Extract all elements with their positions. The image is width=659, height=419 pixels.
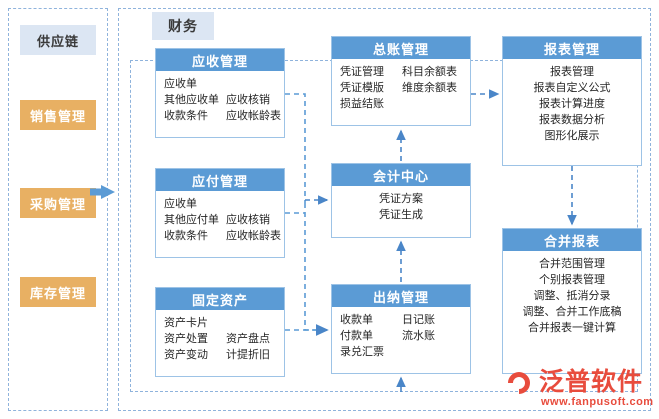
item-label[interactable]: 调整、抵消分录: [533, 290, 611, 302]
item-label[interactable]: 资产处置: [164, 333, 208, 345]
sidebar-item-purchase[interactable]: 采购管理: [20, 188, 96, 218]
card-title-cash: 出纳管理: [332, 285, 470, 307]
card-row: 资产处置 资产盘点: [164, 331, 276, 347]
item-label[interactable]: 损益结账: [340, 98, 384, 110]
card-row: 凭证管理 科目余额表: [340, 64, 462, 80]
supply-chain-title: 供应链: [20, 25, 96, 55]
item-label[interactable]: 报表数据分析: [539, 114, 605, 126]
card-body-rep: 报表管理 报表自定义公式 报表计算进度 报表数据分析 图形化展示: [503, 59, 641, 148]
card-row: 调整、合并工作底稿: [511, 304, 633, 320]
item-label[interactable]: 应收单: [164, 78, 197, 90]
card-accounts-payable[interactable]: 应付管理 应收单 其他应付单应收核销 收款条件 应收帐龄表: [155, 168, 285, 258]
item-label[interactable]: 应收核销: [226, 214, 270, 226]
item-label[interactable]: 合并报表一键计算: [528, 322, 616, 334]
card-row: 合并报表一键计算: [511, 320, 633, 336]
item-label[interactable]: 维度余额表: [402, 82, 457, 94]
card-general-ledger[interactable]: 总账管理 凭证管理 科目余额表 凭证模版 维度余额表 损益结账: [331, 36, 471, 126]
card-row: 资产卡片: [164, 315, 276, 331]
item-label[interactable]: 图形化展示: [544, 130, 600, 142]
card-row: 报表自定义公式: [511, 80, 633, 96]
item-label[interactable]: 应收核销: [226, 94, 270, 106]
item-label[interactable]: 报表计算进度: [539, 98, 605, 110]
item-label[interactable]: 录兑汇票: [340, 346, 384, 358]
card-accounting-center[interactable]: 会计中心 凭证方案 凭证生成: [331, 163, 471, 238]
item-label[interactable]: 收款条件: [164, 110, 208, 122]
card-body-gl: 凭证管理 科目余额表 凭证模版 维度余额表 损益结账: [332, 59, 470, 116]
item-label[interactable]: 凭证生成: [379, 209, 423, 221]
item-label[interactable]: 报表管理: [550, 66, 594, 78]
card-row: 应收单: [164, 196, 276, 212]
sidebar-item-sales[interactable]: 销售管理: [20, 100, 96, 130]
card-row: 付款单 流水账: [340, 328, 462, 344]
item-label[interactable]: 资产卡片: [164, 317, 208, 329]
item-label[interactable]: 收款条件: [164, 230, 208, 242]
card-title-fa: 固定资产: [156, 288, 284, 310]
card-row: 报表计算进度: [511, 96, 633, 112]
item-label[interactable]: 计提折旧: [226, 349, 270, 361]
item-label[interactable]: 合并范围管理: [539, 258, 605, 270]
item-label[interactable]: 应收帐龄表: [226, 230, 281, 242]
item-label[interactable]: 应收帐龄表: [226, 110, 281, 122]
card-row: 报表管理: [511, 64, 633, 80]
item-label[interactable]: 其他应收单: [164, 94, 219, 106]
card-body-fa: 资产卡片 资产处置 资产盘点 资产变动 计提折旧: [156, 310, 284, 367]
card-row: 凭证方案: [340, 191, 462, 207]
card-title-ar: 应收管理: [156, 49, 284, 71]
card-accounts-receivable[interactable]: 应收管理 应收单 其他应收单应收核销 收款条件 应收帐龄表: [155, 48, 285, 138]
card-body-ar: 应收单 其他应收单应收核销 收款条件 应收帐龄表: [156, 71, 284, 128]
card-row: 调整、抵消分录: [511, 288, 633, 304]
card-row: 收款条件 应收帐龄表: [164, 228, 281, 244]
watermark-brand: 泛普软件: [539, 368, 644, 396]
card-row: 收款单 日记账: [340, 312, 462, 328]
sidebar-item-inventory[interactable]: 库存管理: [20, 277, 96, 307]
item-label[interactable]: 科目余额表: [402, 66, 457, 78]
item-label[interactable]: 调整、合并工作底稿: [522, 306, 622, 318]
card-row: 录兑汇票: [340, 344, 462, 360]
item-label[interactable]: 流水账: [402, 330, 435, 342]
card-row: 其他应收单应收核销: [164, 92, 276, 108]
card-row: 资产变动 计提折旧: [164, 347, 276, 363]
item-label[interactable]: 报表自定义公式: [533, 82, 611, 94]
card-body-con: 合并范围管理 个别报表管理 调整、抵消分录 调整、合并工作底稿 合并报表一键计算: [503, 251, 641, 340]
card-fixed-assets[interactable]: 固定资产 资产卡片 资产处置 资产盘点 资产变动 计提折旧: [155, 287, 285, 377]
card-title-acc: 会计中心: [332, 164, 470, 186]
item-label[interactable]: 个别报表管理: [539, 274, 605, 286]
card-row: 其他应付单应收核销: [164, 212, 276, 228]
card-title-ap: 应付管理: [156, 169, 284, 191]
finance-group: [118, 8, 651, 411]
fanpu-logo-icon: [508, 372, 530, 394]
card-title-con: 合并报表: [503, 229, 641, 251]
card-report-management[interactable]: 报表管理 报表管理 报表自定义公式 报表计算进度 报表数据分析 图形化展示: [502, 36, 642, 166]
card-row: 个别报表管理: [511, 272, 633, 288]
card-row: 合并范围管理: [511, 256, 633, 272]
card-cashier[interactable]: 出纳管理 收款单 日记账 付款单 流水账 录兑汇票: [331, 284, 471, 374]
card-row: 收款条件 应收帐龄表: [164, 108, 281, 124]
item-label[interactable]: 资产盘点: [226, 333, 270, 345]
card-row: 损益结账: [340, 96, 462, 112]
card-body-ap: 应收单 其他应付单应收核销 收款条件 应收帐龄表: [156, 191, 284, 248]
item-label[interactable]: 日记账: [402, 314, 435, 326]
card-row: 图形化展示: [511, 128, 633, 144]
item-label[interactable]: 付款单: [340, 330, 373, 342]
item-label[interactable]: 其他应付单: [164, 214, 219, 226]
card-row: 凭证生成: [340, 207, 462, 223]
item-label[interactable]: 凭证管理: [340, 66, 384, 78]
item-label[interactable]: 应收单: [164, 198, 197, 210]
card-consolidated-report[interactable]: 合并报表 合并范围管理 个别报表管理 调整、抵消分录 调整、合并工作底稿 合并报…: [502, 228, 642, 374]
card-body-acc: 凭证方案 凭证生成: [332, 186, 470, 227]
card-title-gl: 总账管理: [332, 37, 470, 59]
card-row: 凭证模版 维度余额表: [340, 80, 462, 96]
watermark-url: www.fanpusoft.com: [541, 396, 654, 408]
supply-chain-group: [8, 8, 108, 411]
card-body-cash: 收款单 日记账 付款单 流水账 录兑汇票: [332, 307, 470, 364]
item-label[interactable]: 资产变动: [164, 349, 208, 361]
item-label[interactable]: 凭证模版: [340, 82, 384, 94]
item-label[interactable]: 收款单: [340, 314, 373, 326]
item-label[interactable]: 凭证方案: [379, 193, 423, 205]
card-title-rep: 报表管理: [503, 37, 641, 59]
finance-title: 财务: [152, 12, 214, 40]
card-row: 报表数据分析: [511, 112, 633, 128]
watermark: 泛普软件 www.fanpusoft.com: [505, 368, 655, 416]
card-row: 应收单: [164, 76, 276, 92]
